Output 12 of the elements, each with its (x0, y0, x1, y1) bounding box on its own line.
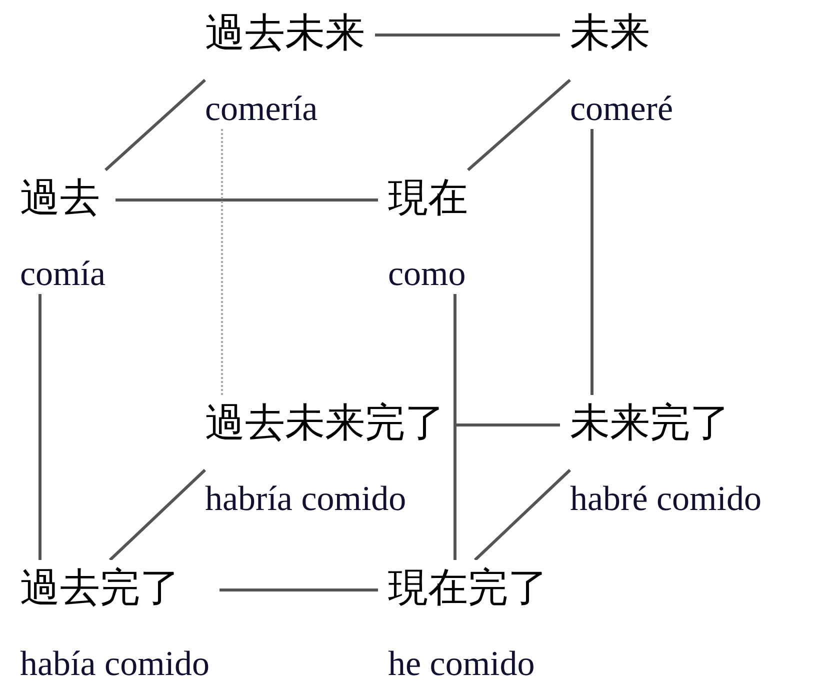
connector-line (474, 468, 572, 562)
connector-line (38, 294, 42, 560)
connector-line (455, 424, 560, 426)
connector-line (454, 294, 456, 560)
connector-line (221, 129, 223, 395)
connector-line (108, 468, 206, 562)
connector-line (590, 129, 594, 395)
connector-line (375, 34, 560, 36)
connector-line (116, 198, 378, 202)
connector-line (220, 588, 378, 592)
connector-line (467, 78, 571, 172)
connector-line (104, 78, 206, 172)
